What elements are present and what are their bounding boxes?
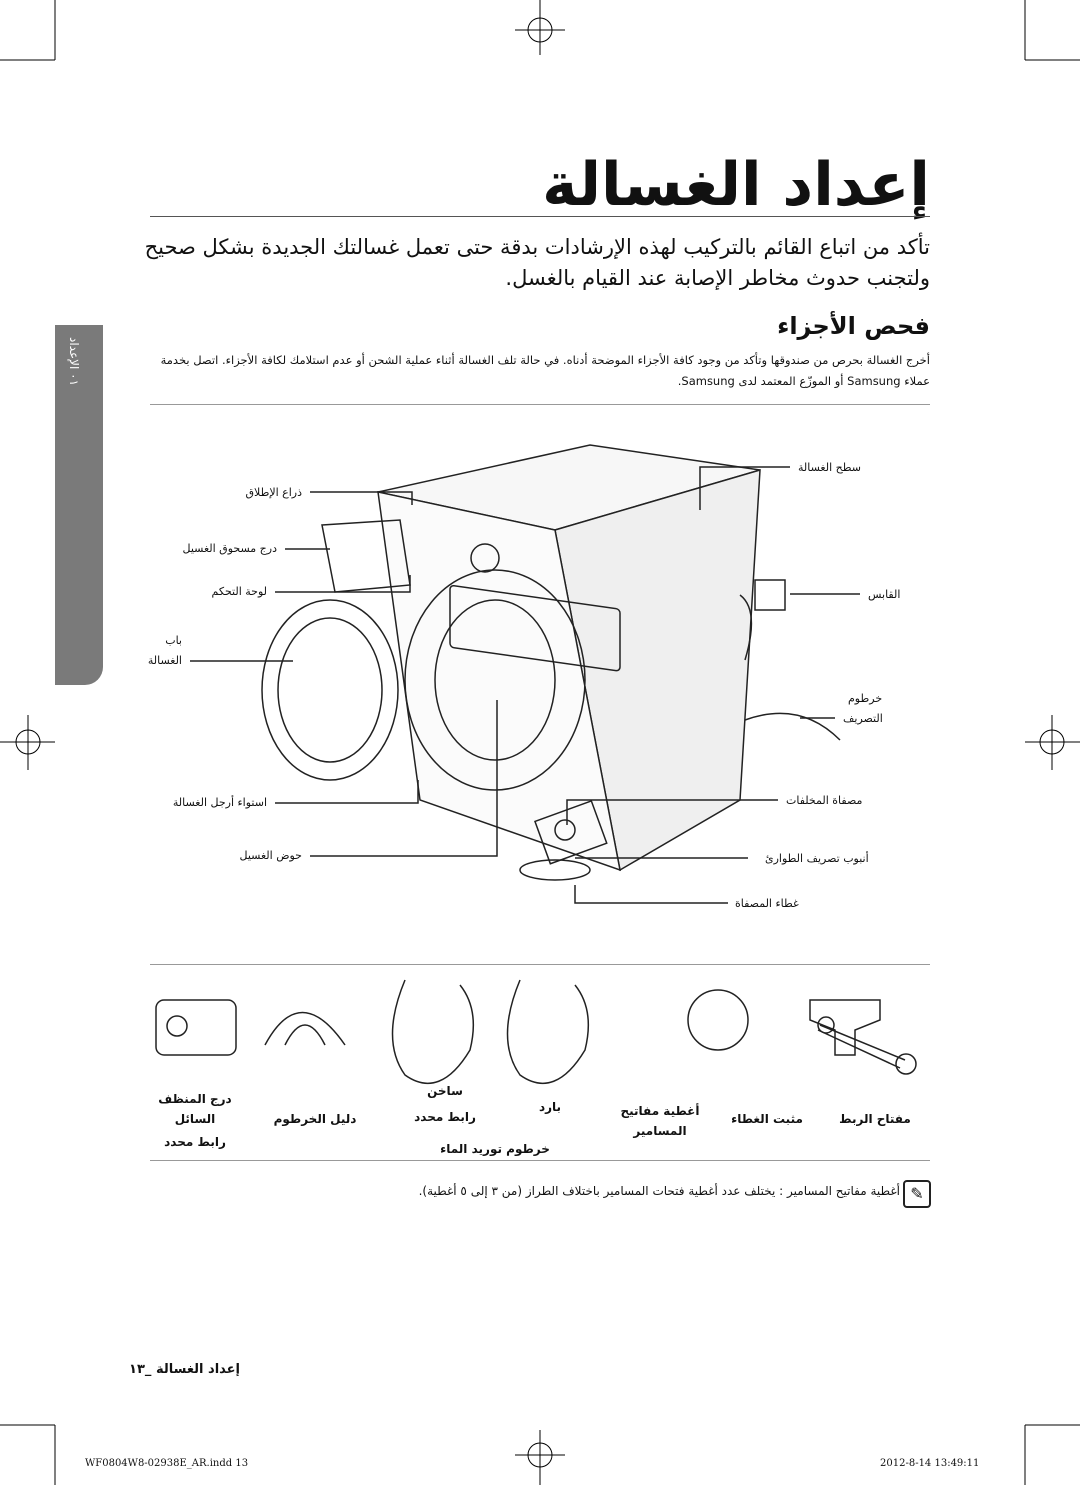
section-divider (150, 404, 930, 405)
note-divider (150, 1160, 930, 1161)
section-side-tab: ٠١ الإعداد (55, 325, 103, 685)
acc-holder-cover: مثبت الغطاء (731, 1112, 803, 1126)
bolt-cap-icon (687, 989, 749, 1051)
acc-hot-2: رابط محدد (414, 1110, 476, 1124)
acc-hot: ساخن (427, 1084, 463, 1098)
acc-spanner: مفتاح الربط (839, 1112, 911, 1126)
label-door-2: الغسالة (147, 654, 182, 667)
label-worktop: سطح الغسالة (798, 461, 861, 474)
label-control-panel: لوحة التحكم (211, 585, 267, 598)
label-plug: القابس (868, 588, 901, 601)
hose-guide-icon (264, 1011, 346, 1046)
acc-hose-caption: خرطوم توريد الماء (440, 1142, 550, 1156)
page-footer: إعداد الغسالة _١٣ (129, 1362, 240, 1377)
liquid-detergent-drawer-icon (155, 999, 237, 1056)
acc-detergent-sub: رابط محدد (164, 1135, 226, 1149)
label-emergency-drain: أنبوب تصريف الطوارئ (765, 852, 869, 865)
label-door: باب (165, 634, 182, 647)
section-body: أخرج الغسالة بحرص من صندوقها وتأكد من وج… (160, 353, 930, 388)
acc-detergent-drawer-2: السائل (174, 1112, 216, 1126)
intro-paragraph: تأكد من اتباع القائم بالتركيب لهذه الإرش… (144, 235, 930, 290)
note-icon: ✎ (903, 1180, 931, 1208)
label-tub: حوض الغسيل (239, 849, 302, 862)
label-debris-filter: مصفاة المخلفات (786, 794, 863, 807)
accessories-divider (150, 964, 930, 965)
label-detergent-drawer: درج مسحوق الغسيل (182, 542, 277, 555)
spanner-icon (817, 1024, 906, 1069)
section-heading: فحص الأجزاء (777, 312, 930, 340)
file-info: WF0804W8-02938E_AR.indd 13 (85, 1458, 249, 1469)
side-tab-label: ٠١ الإعداد (67, 337, 81, 387)
acc-hose-guide: دليل الخرطوم (273, 1112, 357, 1126)
cold-hose-icon (506, 979, 590, 1084)
hot-hose-icon (391, 979, 475, 1084)
note-text: أغطية مفاتيح المسامير : يختلف عدد أغطية … (418, 1184, 900, 1198)
label-release-lever: ذراع الإطلاق (245, 486, 302, 499)
label-drain-hose-2: التصريف (843, 712, 883, 725)
page-title: إعداد الغسالة (542, 150, 930, 220)
label-drain-hose: خرطوم (848, 692, 883, 705)
label-levelling-legs: استواء أرجل الغسالة (172, 796, 267, 809)
holder-cover-icon (809, 999, 881, 1056)
acc-cold: بارد (538, 1100, 562, 1114)
acc-detergent-drawer: درج المنظف (158, 1092, 232, 1106)
label-filter-cover: غطاء المصفاة (735, 897, 799, 910)
title-divider (150, 216, 930, 217)
acc-bolt-caps-2: المسامير (633, 1124, 687, 1138)
print-timestamp: 2012-8-14 13:49:11 (880, 1458, 980, 1469)
acc-bolt-caps: أغطية مفاتيح (620, 1104, 700, 1118)
